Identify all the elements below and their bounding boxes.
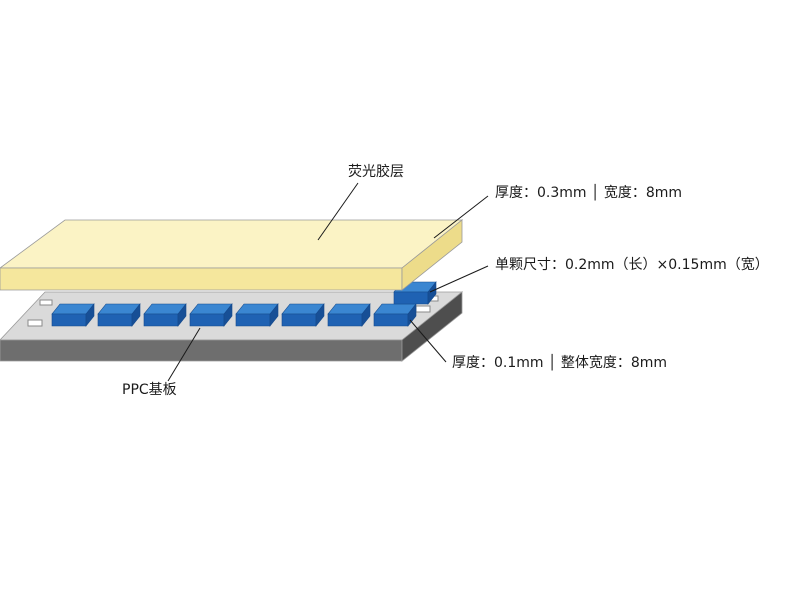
chip-front-face — [373, 313, 409, 327]
label-phosphor-layer: 荧光胶层 — [348, 164, 404, 180]
led-chip — [143, 303, 187, 327]
led-chips — [51, 281, 437, 327]
label-board-dims: 厚度：0.1mm │ 整体宽度：8mm — [452, 355, 668, 371]
leader-phosphor-dims — [433, 195, 489, 239]
leader-phosphor — [317, 182, 359, 241]
chip-front-face — [143, 313, 179, 327]
chip-side-face — [223, 303, 233, 327]
chip-front-face — [327, 313, 363, 327]
chip-front-face — [393, 291, 429, 305]
board-front-face — [0, 339, 403, 362]
led-chip — [327, 303, 371, 327]
label-ppc-board: PPC基板 — [122, 382, 177, 398]
chip-side-face — [85, 303, 95, 327]
phosphor-side-face — [401, 219, 463, 291]
led-chip — [235, 303, 279, 327]
chip-front-face — [281, 313, 317, 327]
phosphor-top-face — [0, 219, 464, 269]
phosphor-layer — [0, 219, 464, 291]
pad-left-2 — [39, 299, 53, 306]
phosphor-front-face — [0, 267, 403, 291]
chip-front-face — [51, 313, 87, 327]
leader-lines — [167, 182, 489, 382]
label-chip-size: 单颗尺寸：0.2mm（长）×0.15mm（宽） — [495, 257, 769, 273]
chip-side-face — [315, 303, 325, 327]
chip-side-face — [427, 281, 437, 305]
chip-front-face — [97, 313, 133, 327]
led-chip — [281, 303, 325, 327]
led-chip — [373, 303, 417, 327]
board-side-face — [401, 291, 463, 362]
chip-side-face — [177, 303, 187, 327]
chip-front-face — [235, 313, 271, 327]
led-chip — [51, 303, 95, 327]
led-chip — [189, 303, 233, 327]
leader-chip-size — [429, 265, 489, 293]
chip-side-face — [131, 303, 141, 327]
ppc-board — [0, 291, 464, 362]
pad-left-1 — [27, 319, 43, 327]
chip-side-face — [269, 303, 279, 327]
chip-side-face — [361, 303, 371, 327]
leader-board — [167, 327, 201, 382]
led-chip — [97, 303, 141, 327]
leader-board-dims — [409, 319, 447, 363]
chip-front-face — [189, 313, 225, 327]
label-phosphor-dims: 厚度：0.3mm │ 宽度：8mm — [495, 185, 683, 201]
pad-right-1 — [415, 305, 431, 313]
